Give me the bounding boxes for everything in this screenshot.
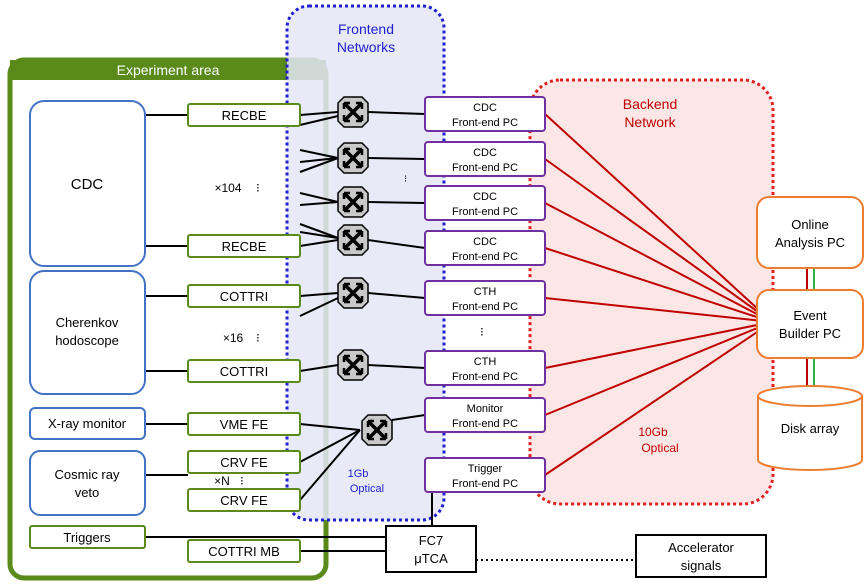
recbe-board-top: RECBE [187,103,301,127]
online-analysis-pc: Online Analysis PC [756,196,864,269]
cottri-board-bottom: COTTRI [187,359,301,383]
crv-multiplicity-dots: ⁝ [240,474,244,488]
gb1-label-line1: 1Gb [348,468,369,480]
monitor-frontend-pc-line2: Front-end PC [452,418,518,430]
cdc-detector: CDC [29,100,146,267]
accelerator-label-line1: Accelerator [668,540,734,555]
cth-frontend-pc-line2: Front-end PC [452,301,518,313]
cdc-frontend-pc-line1: CDC [473,191,497,203]
disk-array-icon: Disk array [757,385,863,471]
cherenkov-label-line1: Cherenkov [56,315,119,330]
gb10-label-line2: Optical [641,441,678,455]
cth-frontend-pc: CTH Front-end PC [424,280,546,316]
disk-array-label: Disk array [781,421,840,436]
cdc-frontend-pc: CDC Front-end PC [424,185,546,221]
cosmic-veto-label-line2: veto [75,485,100,500]
cdc-frontend-pc: CDC Front-end PC [424,96,546,132]
vme-fe-board: VME FE [187,412,301,436]
recbe-board-top-label: RECBE [222,108,267,123]
cdc-frontend-pc-line2: Front-end PC [452,117,518,129]
cdc-multiplicity-dots: ⁝ [256,181,260,195]
cottri-board-bottom-label: COTTRI [220,364,268,379]
backend-interconnect [806,268,815,390]
fc7-label-line2: μTCA [414,551,448,566]
frontend-links [145,111,433,552]
backend-network-title-line2: Network [624,114,676,130]
cottri-board-top: COTTRI [187,284,301,308]
cdc-frontend-pc-line1: CDC [473,147,497,159]
gb1-label-line2: Optical [350,483,384,495]
online-analysis-line1: Online [791,217,829,232]
backend-network-region [528,78,775,506]
cdc-frontend-pc: CDC Front-end PC [424,141,546,177]
crv-multiplicity: ×N [214,474,230,488]
event-builder-pc: Event Builder PC [756,289,864,359]
recbe-board-bottom: RECBE [187,234,301,258]
experiment-area-title: Experiment area [117,62,220,78]
cherenkov-detector: Cherenkov hodoscope [29,270,146,395]
event-builder-line2: Builder PC [779,326,841,341]
xray-monitor-detector: X-ray monitor [29,407,146,440]
crv-fe-board-top-label: CRV FE [220,455,268,470]
crv-fe-board-bottom: CRV FE [187,488,301,512]
cdc-frontend-pc-line2: Front-end PC [452,206,518,218]
triggers-label: Triggers [63,530,111,545]
network-switch-icon [361,414,393,446]
cth-multiplicity-dots: ⁝ [256,331,260,345]
triggers-box: Triggers [29,525,146,549]
crv-fe-board-bottom-label: CRV FE [220,493,268,508]
network-switch-icon [337,349,369,381]
cth-frontend-pc-line1: CTH [474,286,497,298]
trigger-frontend-pc: Trigger Front-end PC [424,457,546,493]
cdc-frontend-pc: CDC Front-end PC [424,230,546,266]
backend-network-title-line1: Backend [623,96,677,112]
event-builder-line1: Event [793,308,827,323]
cth-frontend-pc: CTH Front-end PC [424,350,546,386]
cottri-board-top-label: COTTRI [220,289,268,304]
online-analysis-line2: Analysis PC [775,235,845,250]
backend-links [544,113,773,476]
trigger-frontend-pc-line2: Front-end PC [452,478,518,490]
cosmic-veto-detector: Cosmic ray veto [29,450,146,516]
fc7-utca-box: FC7 μTCA [385,525,477,573]
cosmic-veto-label-line1: Cosmic ray [54,467,120,482]
trigger-frontend-pc-line1: Trigger [468,463,503,475]
frontend-networks-region [285,4,446,522]
cdc-frontend-pc-line2: Front-end PC [452,251,518,263]
xray-monitor-label: X-ray monitor [48,416,127,431]
network-switch-icon [337,186,369,218]
cottri-mb-board: COTTRI MB [187,539,301,563]
frontend-networks-title-line1: Frontend [338,21,394,37]
frontend-networks-title-line2: Networks [337,39,395,55]
cdc-pc-ellipsis: ⁝ [404,174,407,185]
crv-fe-board-top: CRV FE [187,450,301,474]
cottri-mb-board-label: COTTRI MB [208,544,280,559]
network-switch-icon [337,277,369,309]
accelerator-signals-box: Accelerator signals [635,534,767,578]
cdc-frontend-pc-line2: Front-end PC [452,162,518,174]
network-switch-icon [337,96,369,128]
recbe-board-bottom-label: RECBE [222,239,267,254]
monitor-frontend-pc: Monitor Front-end PC [424,397,546,433]
cdc-multiplicity: ×104 [214,181,241,195]
accelerator-label-line2: signals [681,558,722,573]
gb10-label-line1: 10Gb [638,425,668,439]
cth-pc-ellipsis: ⁝ [480,325,484,339]
cth-frontend-pc-line1: CTH [474,356,497,368]
network-switch-icon [337,142,369,174]
vme-fe-board-label: VME FE [220,417,269,432]
cth-multiplicity: ×16 [223,331,244,345]
cdc-frontend-pc-line1: CDC [473,236,497,248]
cth-frontend-pc-line2: Front-end PC [452,371,518,383]
network-switch-icon [337,224,369,256]
monitor-frontend-pc-line1: Monitor [467,403,504,415]
cherenkov-label-line2: hodoscope [55,333,119,348]
cdc-detector-label: CDC [71,176,104,193]
cdc-frontend-pc-line1: CDC [473,102,497,114]
fc7-label-line1: FC7 [419,533,444,548]
experiment-area-header [10,60,326,80]
